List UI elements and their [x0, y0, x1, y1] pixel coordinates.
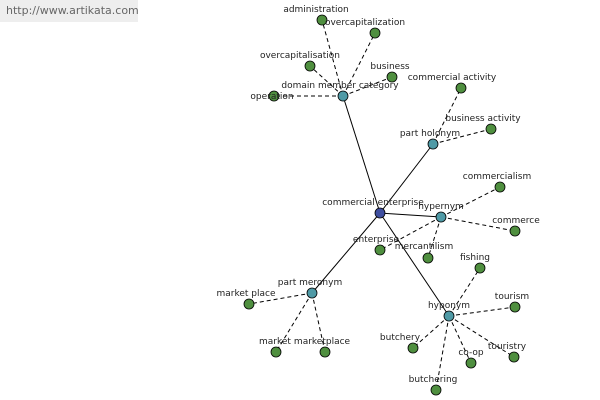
edge-center-hypernym [379, 212, 442, 218]
node-word-market[interactable] [270, 346, 282, 358]
label-word-commercialism[interactable]: commercialism [463, 172, 531, 182]
label-relation-domain[interactable]: domain member category [281, 81, 399, 91]
edge-part-meronym-marketplace [311, 292, 326, 353]
edge-center-domain [342, 95, 381, 214]
node-word-tourism[interactable] [509, 301, 521, 313]
node-relation-hyponym[interactable] [443, 310, 455, 322]
label-word-administration[interactable]: administration [283, 5, 348, 15]
source-url[interactable]: http://www.artikata.com [0, 0, 139, 22]
edge-domain-overcapitalization [342, 32, 376, 97]
node-relation-part-holonym[interactable] [427, 138, 439, 150]
edge-center-part-meronym [311, 212, 381, 294]
graph-edges [248, 19, 516, 391]
label-word-market[interactable]: market [259, 337, 291, 347]
label-word-butchery[interactable]: butchery [380, 333, 421, 343]
node-word-business-activity[interactable] [485, 123, 497, 135]
label-word-tourism[interactable]: tourism [495, 292, 529, 302]
edge-part-holonym-commercial-activity [432, 87, 462, 145]
node-word-fishing[interactable] [474, 262, 486, 274]
label-relation-part-holonym[interactable]: part holonym [400, 129, 460, 139]
node-word-operation[interactable] [268, 90, 280, 102]
edge-hyponym-butchery [412, 315, 450, 349]
edge-hyponym-touristry [448, 315, 515, 358]
label-word-co-op[interactable]: co-op [458, 348, 484, 358]
edge-part-holonym-business-activity [432, 128, 492, 145]
label-word-business[interactable]: business [370, 62, 410, 72]
edge-center-hyponym [379, 212, 450, 317]
edge-part-meronym-market-place [248, 292, 313, 305]
label-word-enterprise[interactable]: enterprise [353, 235, 400, 245]
edge-domain-business [342, 76, 393, 97]
edge-domain-overcapitalisation [309, 65, 344, 97]
node-word-co-op[interactable] [465, 357, 477, 369]
label-relation-hyponym[interactable]: hyponym [428, 301, 470, 311]
label-relation-part-meronym[interactable]: part meronym [278, 278, 342, 288]
edge-hyponym-co-op [448, 315, 472, 364]
node-word-business[interactable] [386, 71, 398, 83]
edge-hyponym-butchering [435, 315, 450, 391]
node-word-overcapitalisation[interactable] [304, 60, 316, 72]
node-relation-part-meronym[interactable] [306, 287, 318, 299]
node-word-touristry[interactable] [508, 351, 520, 363]
label-word-butchering[interactable]: butchering [409, 375, 458, 385]
node-word-mercantilism[interactable] [422, 252, 434, 264]
label-word-market-place[interactable]: market place [216, 289, 275, 299]
node-word-marketplace[interactable] [319, 346, 331, 358]
label-word-commerce[interactable]: commerce [492, 216, 540, 226]
node-word-commercialism[interactable] [494, 181, 506, 193]
node-word-butchery[interactable] [407, 342, 419, 354]
graph-labels: commercial enterprise domain member categ… [216, 5, 540, 385]
node-word-butchering[interactable] [430, 384, 442, 396]
node-word-market-place[interactable] [243, 298, 255, 310]
label-word-touristry[interactable]: touristry [488, 342, 527, 352]
edge-hypernym-mercantilism [427, 216, 442, 259]
node-word-commerce[interactable] [509, 225, 521, 237]
edge-hypernym-enterprise [379, 216, 442, 251]
edge-part-meronym-market [275, 292, 313, 353]
label-word-mercantilism[interactable]: mercantilism [395, 242, 453, 252]
edge-center-part-holonym [379, 143, 434, 214]
label-relation-hypernym[interactable]: hypernym [418, 202, 464, 212]
graph-nodes [243, 14, 521, 396]
label-word-overcapitalisation[interactable]: overcapitalisation [260, 51, 340, 61]
edge-domain-administration [321, 19, 344, 97]
label-center[interactable]: commercial enterprise [322, 198, 424, 208]
node-relation-domain[interactable] [337, 90, 349, 102]
node-center[interactable] [374, 207, 386, 219]
edge-hyponym-fishing [448, 267, 481, 317]
node-word-enterprise[interactable] [374, 244, 386, 256]
label-word-marketplace[interactable]: marketplace [294, 337, 351, 347]
label-word-operation[interactable]: operation [250, 92, 293, 102]
label-word-business-activity[interactable]: business activity [445, 114, 521, 124]
node-word-overcapitalization[interactable] [369, 27, 381, 39]
edge-hypernym-commerce [440, 216, 516, 232]
node-word-commercial-activity[interactable] [455, 82, 467, 94]
node-relation-hypernym[interactable] [435, 211, 447, 223]
label-word-commercial-activity[interactable]: commercial activity [408, 73, 497, 83]
label-word-overcapitalization[interactable]: overcapitalization [325, 18, 405, 28]
label-word-fishing[interactable]: fishing [460, 253, 490, 263]
node-word-administration[interactable] [316, 14, 328, 26]
